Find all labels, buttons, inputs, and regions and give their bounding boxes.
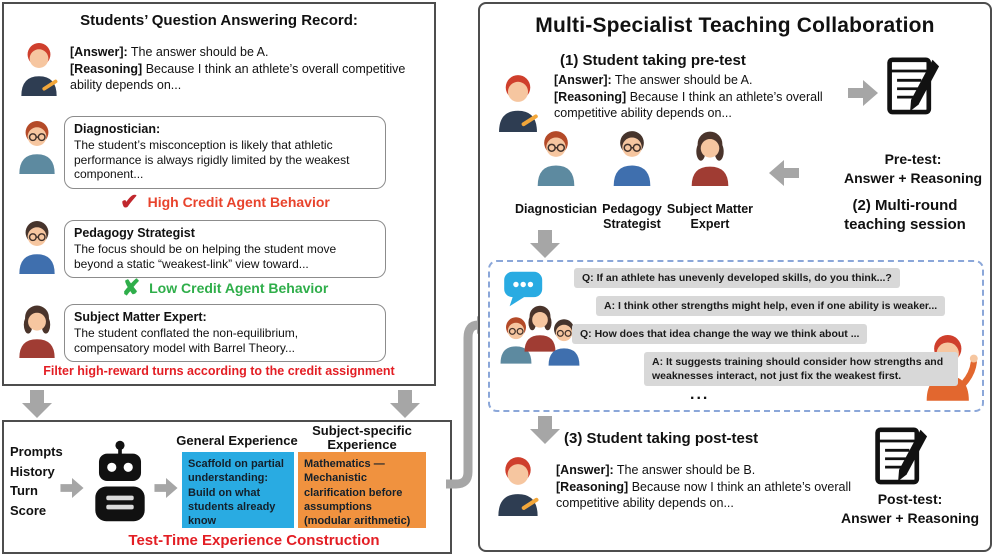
- dialogue-ellipsis: ...: [690, 386, 710, 403]
- dialogue-q2: Q: How does that idea change the way we …: [572, 324, 868, 345]
- high-credit-row: ✔ High Credit Agent Behavior: [64, 189, 386, 214]
- diagnostician-icon: [496, 316, 536, 364]
- general-experience-title: General Experience: [176, 433, 298, 448]
- high-credit-label: High Credit Agent Behavior: [147, 194, 330, 210]
- teacher-group-icon: [496, 304, 586, 404]
- cross-icon: ✘: [121, 275, 141, 300]
- check-icon: ✔: [120, 189, 139, 214]
- input-score: Score: [10, 502, 47, 518]
- subject-expert-speech-text: The student conflated the non-equilibriu…: [74, 326, 299, 355]
- posttest-notepad-icon: [872, 422, 928, 488]
- robot-icon: [88, 436, 152, 526]
- right-arrow-icon: [60, 478, 84, 498]
- step3-heading: (3) Student taking post-test: [564, 430, 759, 447]
- subject-experience-title: Subject-specific Experience: [312, 423, 412, 452]
- subject-expert-speech: Subject Matter Expert: The student confl…: [64, 304, 386, 363]
- diagnostician-speech-text: The student’s misconception is likely th…: [74, 138, 350, 182]
- qa-record-title: Students’ Question Answering Record:: [80, 12, 358, 29]
- dialogue-q1: Q: If an athlete has unevenly developed …: [574, 268, 900, 289]
- low-credit-row: ✘ Low Credit Agent Behavior: [64, 275, 386, 300]
- down-arrow-icon: [530, 416, 560, 444]
- posttest-label: Post-test: Answer + Reasoning: [840, 491, 980, 526]
- reasoning-label: [Reasoning]: [556, 479, 629, 494]
- reasoning-text: Because I think an athlete’s overall com…: [554, 89, 823, 121]
- teaching-session-box: Q: If an athlete has unevenly developed …: [488, 260, 984, 412]
- subject-experience-box: Mathematics — Mechanistic clarification …: [298, 452, 426, 528]
- subject-expert-icon: [520, 304, 560, 352]
- collaboration-panel: Multi-Specialist Teaching Collaboration …: [478, 2, 992, 552]
- left-arrow-icon: [768, 160, 800, 186]
- subject-expert-speech-title: Subject Matter Expert:: [74, 310, 207, 324]
- reasoning-text: Because now I think an athlete’s overall…: [556, 479, 852, 511]
- input-prompts: Prompts: [10, 444, 63, 459]
- subject-expert-icon: [686, 130, 734, 186]
- answer-text: The answer should be A.: [611, 73, 753, 87]
- flow-down-arrow-icon: [390, 390, 420, 418]
- pedagogy-speech: Pedagogy Strategist The focus should be …: [64, 220, 386, 279]
- collaboration-title: Multi-Specialist Teaching Collaboration: [535, 14, 935, 37]
- general-experience-box: Scaffold on partial understanding: Build…: [182, 452, 294, 528]
- subject-expert-icon: [14, 304, 60, 358]
- filter-note: Filter high-reward turns according to th…: [43, 364, 395, 378]
- pedagogy-strategist-icon: [544, 318, 584, 366]
- posttest-answer-record: [Answer]: The answer should be B. [Reaso…: [556, 462, 856, 512]
- student-answer-record: [Answer]: The answer should be A. [Reaso…: [70, 44, 422, 94]
- pretest-notepad-icon: [884, 52, 940, 118]
- subject-expert-label: Subject Matter Expert: [666, 202, 754, 231]
- pedagogy-speech-title: Pedagogy Strategist: [74, 226, 195, 240]
- reasoning-label: [Reasoning]: [554, 89, 627, 104]
- diagnostician-label: Diagnostician: [515, 202, 597, 216]
- low-credit-label: Low Credit Agent Behavior: [149, 280, 329, 296]
- chat-bubble-icon: [502, 270, 548, 308]
- dialogue-a2: A: It suggests training should consider …: [644, 352, 958, 387]
- input-turn: Turn: [10, 483, 38, 498]
- answer-text: The answer should be B.: [613, 463, 756, 477]
- reasoning-label: [Reasoning]: [70, 61, 143, 76]
- pretest-answer-record: [Answer]: The answer should be A. [Reaso…: [554, 72, 846, 122]
- qa-record-panel: Students’ Question Answering Record: [An…: [2, 2, 436, 386]
- diagnostician-speech-title: Diagnostician:: [74, 122, 161, 136]
- pretest-label: Pre-test: Answer + Reasoning: [843, 151, 983, 186]
- student-icon: [492, 74, 544, 132]
- flow-down-arrow-icon: [22, 390, 52, 418]
- pedagogy-speech-text: The focus should be on helping the stude…: [74, 242, 337, 271]
- diagnostician-icon: [532, 130, 580, 186]
- answer-label: [Answer]:: [70, 45, 128, 59]
- down-arrow-icon: [530, 230, 560, 258]
- diagnostician-speech: Diagnostician: The student’s misconcepti…: [64, 116, 386, 189]
- answer-label: [Answer]:: [554, 73, 612, 87]
- pedagogy-strategist-icon: [608, 130, 656, 186]
- experience-panel: Prompts History Turn Score General Exper…: [2, 420, 452, 554]
- answer-text: The answer should be A.: [127, 45, 269, 59]
- experience-inputs: Prompts History Turn Score: [10, 442, 63, 520]
- step1-heading: (1) Student taking pre-test: [560, 52, 746, 69]
- pedagogy-strategist-icon: [14, 220, 60, 274]
- input-history: History: [10, 463, 55, 479]
- dialogue-a1: A: I think other strengths might help, e…: [596, 296, 946, 317]
- pedagogy-strategist-label: Pedagogy Strategist: [602, 202, 662, 231]
- right-arrow-icon: [848, 80, 878, 106]
- student-icon: [16, 42, 62, 96]
- diagnostician-icon: [14, 120, 60, 174]
- reasoning-text: Because I think an athlete’s overall com…: [70, 61, 406, 93]
- answer-label: [Answer]:: [556, 463, 614, 477]
- right-arrow-icon: [154, 478, 178, 498]
- step2-heading: (2) Multi-round teaching session: [844, 197, 966, 233]
- experience-caption: Test-Time Experience Construction: [128, 532, 380, 549]
- student-icon: [492, 456, 544, 516]
